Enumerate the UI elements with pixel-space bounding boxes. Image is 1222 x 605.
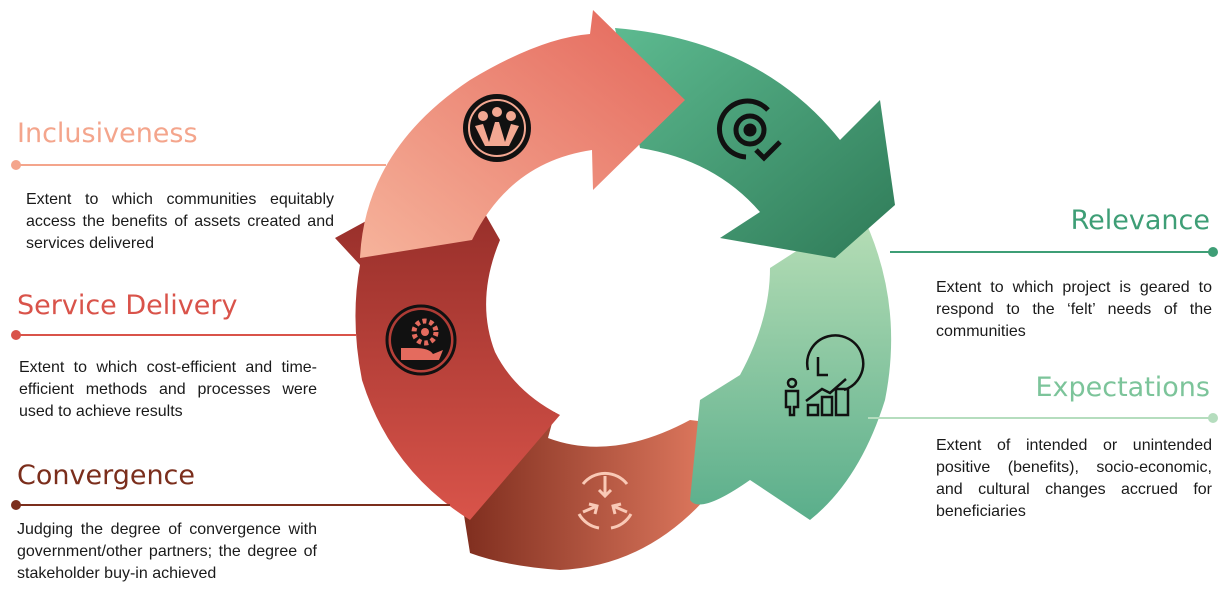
service-delivery-title: Service Delivery xyxy=(17,290,238,321)
expectations-description: Extent of intended or unintended positiv… xyxy=(936,437,1212,520)
converging-arrows-icon xyxy=(577,471,633,530)
relevance-title: Relevance xyxy=(1070,205,1210,236)
inclusiveness-description: Extent to which communities equitably ac… xyxy=(26,191,334,252)
convergence-description: Judging the degree of convergence with g… xyxy=(17,521,317,582)
expectations-connector xyxy=(868,417,1210,419)
relevance-description: Extent to which project is geared to res… xyxy=(936,279,1212,340)
service-delivery-description: Extent to which cost-efficient and time-… xyxy=(19,359,317,420)
expectations-title: Expectations xyxy=(1035,372,1210,403)
target-check-icon xyxy=(717,98,782,162)
service-delivery-connector xyxy=(16,334,356,336)
hand-gear-icon xyxy=(385,304,457,376)
convergence-connector xyxy=(16,504,450,506)
expectations-dot xyxy=(1208,413,1218,423)
expectations-arrow xyxy=(690,210,892,520)
relevance-connector xyxy=(890,251,1210,253)
convergence-title: Convergence xyxy=(17,460,196,491)
relevance-dot xyxy=(1208,247,1218,257)
inclusiveness-connector xyxy=(16,164,386,166)
person-growth-clock-icon xyxy=(784,334,865,417)
community-hands-icon xyxy=(463,94,531,162)
inclusiveness-title: Inclusiveness xyxy=(17,118,198,149)
